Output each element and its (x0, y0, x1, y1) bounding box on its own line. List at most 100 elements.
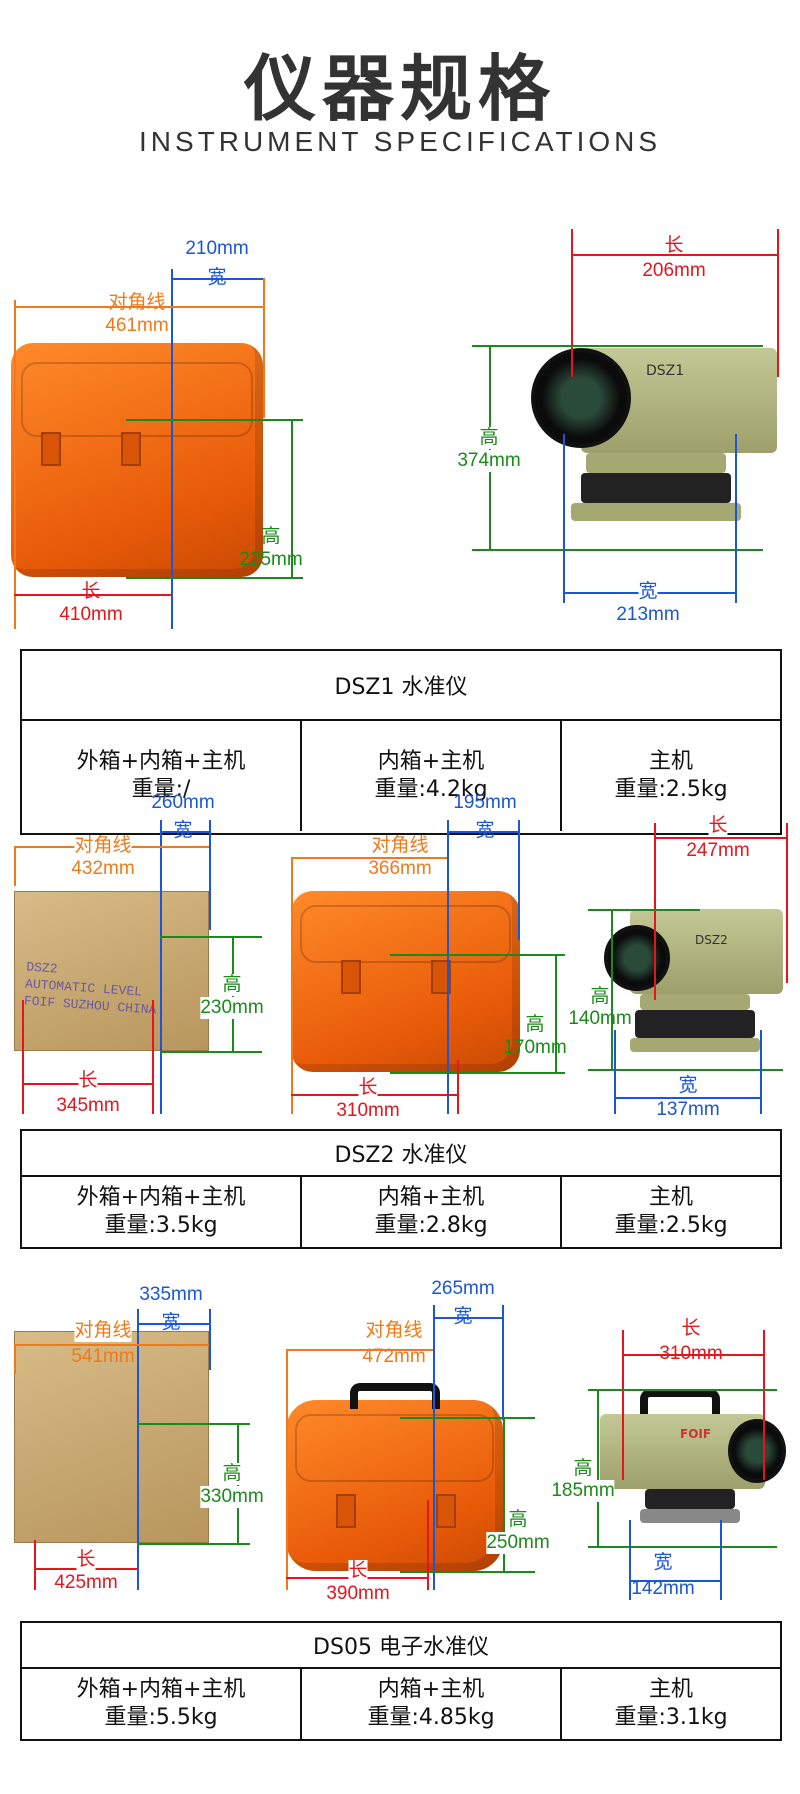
inner-case-diag-label: 对角线 (371, 835, 429, 857)
inner-case-length-value: 310mm (336, 1100, 400, 1121)
carton-height-label: 高 (222, 1463, 242, 1485)
cell-weight: 重量:4.2kg (374, 777, 488, 802)
instrument-height-label: 高 (590, 986, 610, 1007)
cell-weight: 重量:2.5kg (614, 1213, 728, 1238)
carton-width-label: 宽 (161, 1312, 181, 1333)
model-mark: DSZ1 (646, 363, 685, 379)
inner-case-diag-value: 366mm (368, 858, 432, 879)
carton-width-label: 宽 (173, 820, 193, 841)
instrument-width-label: 宽 (678, 1075, 698, 1097)
instrument-height-label: 高 (573, 1458, 593, 1480)
table-cell: 外箱+内箱+主机重量:/ (22, 721, 302, 831)
page-title: 仪器规格 (243, 47, 556, 131)
instrument-image: DSZ1 (531, 343, 777, 549)
model-mark: FOIF (680, 1427, 712, 1441)
instrument-height-value: 374mm (457, 450, 521, 472)
cell-label: 外箱+内箱+主机 (76, 1677, 246, 1702)
inner-case-height-value: 250mm (486, 1532, 550, 1554)
model-mark: DSZ2 (695, 933, 728, 947)
inner-case-width-label: 宽 (453, 1306, 473, 1327)
cell-label: 主机 (648, 1677, 693, 1702)
inner-case-length-value: 390mm (326, 1583, 390, 1604)
inner-case-diag-label: 对角线 (365, 1320, 423, 1342)
cell-label: 外箱+内箱+主机 (76, 1185, 246, 1210)
instrument-length-value: 206mm (642, 260, 706, 281)
carton-width-value: 335mm (139, 1284, 203, 1305)
carton-length-value: 425mm (54, 1572, 118, 1593)
inner-case-height-label: 高 (508, 1509, 528, 1531)
case-length-value: 410mm (59, 604, 123, 625)
spec-table-dsz1: DSZ1 水准仪 外箱+内箱+主机重量:/ 内箱+主机重量:4.2kg 主机重量… (20, 649, 782, 835)
case-diag-label: 对角线 (108, 292, 166, 313)
cell-label: 内箱+主机 (377, 1677, 485, 1702)
inner-case-image (286, 1400, 503, 1571)
carton-print: DSZ2 (25, 959, 59, 977)
instrument-length-label: 长 (681, 1318, 701, 1339)
table-cell: 内箱+主机重量:4.2kg (302, 721, 562, 831)
page-subtitle: INSTRUMENT SPECIFICATIONS (138, 126, 662, 157)
table-cell: 主机重量:2.5kg (562, 1177, 780, 1247)
cell-weight: 重量:5.5kg (104, 1705, 218, 1730)
inner-case-diag-value: 472mm (362, 1346, 426, 1367)
carton-length-value: 345mm (56, 1095, 120, 1116)
inner-case-width-value: 195mm (453, 792, 517, 813)
instrument-width-value: 137mm (656, 1099, 720, 1120)
carton-diag-label: 对角线 (74, 1320, 132, 1342)
cell-weight: 重量:2.5kg (614, 777, 728, 802)
cell-label: 主机 (648, 749, 693, 774)
carton-diag-value: 432mm (71, 858, 135, 879)
carton-diag-value: 541mm (71, 1346, 135, 1367)
carton-length-label: 长 (78, 1070, 98, 1092)
case-width-value: 210mm (185, 238, 249, 259)
cell-label: 内箱+主机 (377, 749, 485, 774)
table-cell: 主机重量:3.1kg (562, 1669, 780, 1739)
instrument-length-value: 247mm (686, 840, 750, 861)
cell-weight: 重量:/ (131, 777, 191, 802)
table-cell: 内箱+主机重量:4.85kg (302, 1669, 562, 1739)
inner-case-height-label: 高 (525, 1014, 545, 1035)
case-diag-value: 461mm (105, 315, 169, 336)
table-cell: 外箱+内箱+主机重量:5.5kg (22, 1669, 302, 1739)
inner-case-length-label: 长 (358, 1077, 378, 1099)
cell-weight: 重量:4.85kg (367, 1705, 495, 1730)
case-length-label: 长 (81, 581, 101, 602)
spec-table-ds05: DS05 电子水准仪 外箱+内箱+主机重量:5.5kg 内箱+主机重量:4.85… (20, 1621, 782, 1741)
carton-width-value: 260mm (151, 792, 215, 813)
inner-case-height-value: 170mm (503, 1037, 567, 1058)
cell-label: 外箱+内箱+主机 (76, 749, 246, 774)
inner-case-width-label: 宽 (475, 820, 495, 841)
instrument-length-label: 长 (664, 235, 684, 256)
instrument-height-value: 140mm (568, 1008, 632, 1029)
cell-label: 主机 (648, 1185, 693, 1210)
table-title: DSZ2 水准仪 (22, 1131, 780, 1177)
carton-height-value: 230mm (200, 997, 264, 1019)
outer-case-image (11, 343, 263, 577)
case-height-value: 225mm (239, 549, 303, 570)
instrument-image: FOIF (600, 1389, 786, 1531)
cell-label: 内箱+主机 (377, 1185, 485, 1210)
inner-case-width-value: 265mm (431, 1278, 495, 1299)
instrument-width-label: 宽 (638, 581, 658, 603)
carton-diag-label: 对角线 (74, 835, 132, 857)
table-cell: 外箱+内箱+主机重量:3.5kg (22, 1177, 302, 1247)
carton-image (14, 1331, 209, 1543)
carton-length-label: 长 (76, 1549, 96, 1571)
case-handle (350, 1383, 440, 1409)
cell-weight: 重量:3.5kg (104, 1213, 218, 1238)
cell-weight: 重量:2.8kg (374, 1213, 488, 1238)
instrument-image: DSZ2 (600, 909, 783, 1069)
instrument-width-label: 宽 (653, 1552, 673, 1574)
case-width-label: 宽 (207, 267, 227, 288)
table-title: DS05 电子水准仪 (22, 1623, 780, 1669)
instrument-width-value: 213mm (616, 604, 680, 625)
carton-height-label: 高 (222, 974, 242, 996)
instrument-length-label: 长 (708, 815, 728, 837)
instrument-length-value: 310mm (659, 1343, 723, 1364)
inner-case-length-label: 长 (348, 1560, 368, 1582)
case-height-label: 高 (261, 526, 281, 547)
instrument-height-value: 185mm (551, 1480, 615, 1502)
table-cell: 主机重量:2.5kg (562, 721, 780, 831)
instrument-height-label: 高 (479, 427, 499, 449)
inner-case-image (291, 891, 520, 1072)
